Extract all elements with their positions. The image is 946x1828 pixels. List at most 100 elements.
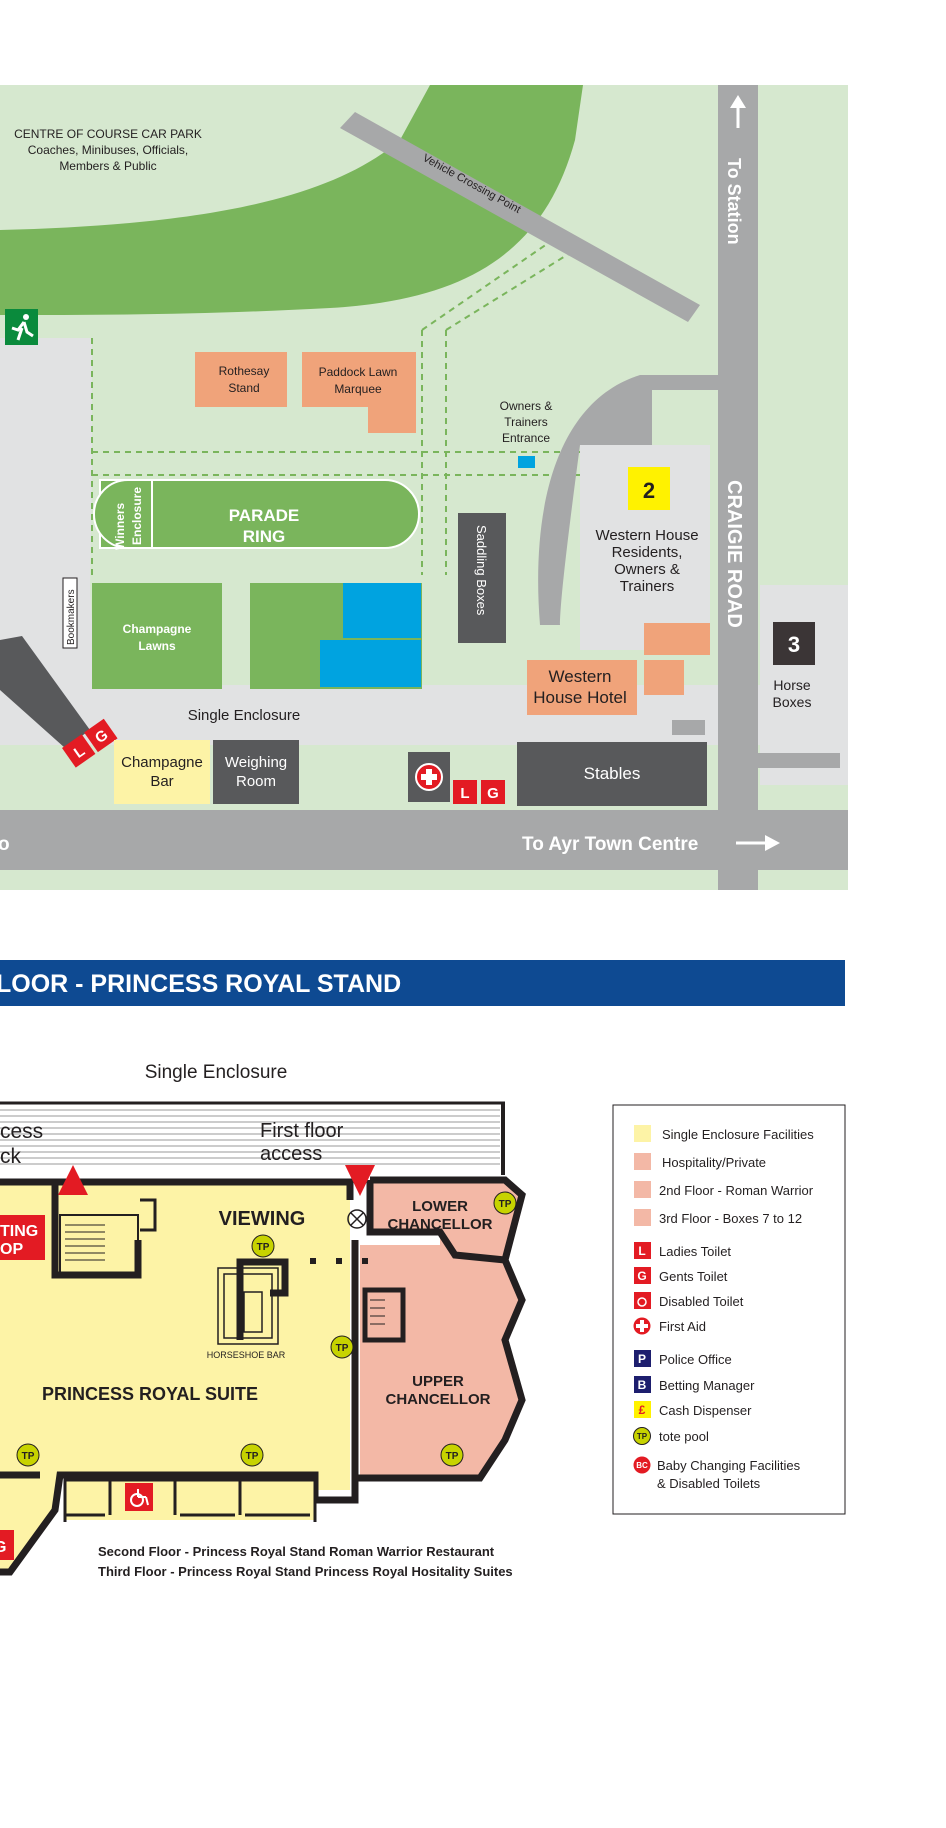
legend-label: Ladies Toilet [659, 1244, 731, 1259]
betting-shop-sign [0, 1215, 45, 1260]
legend-swatch [634, 1125, 651, 1142]
single-enclosure-label: Single Enclosure [188, 707, 301, 724]
weighing-room [213, 740, 299, 804]
legend-label: Disabled Toilet [659, 1294, 744, 1309]
baby-changing-icon [633, 1456, 651, 1474]
champagne-bar-label-2: Bar [150, 773, 173, 790]
tote-pool-label: TP [336, 1343, 349, 1354]
to-station-label: To Station [724, 158, 744, 245]
bookmakers-box [62, 577, 78, 649]
betting-manager-icon [634, 1376, 651, 1393]
dotted-divider [310, 1258, 368, 1264]
tote-pool-icon [493, 1191, 517, 1215]
legend-label: Betting Manager [659, 1378, 755, 1393]
stables-label: Stables [584, 764, 641, 783]
champagne-lawns [92, 583, 222, 689]
ladies-toilet-east-icon [453, 780, 477, 804]
ayr-road [0, 810, 848, 870]
race-track [0, 85, 583, 315]
walkways [91, 234, 580, 575]
lower-chancellor-label-2: CHANCELLOR [388, 1216, 493, 1233]
chancellor-suites-area [360, 1180, 520, 1475]
first-floor-access-1: First floor [260, 1120, 344, 1142]
lower-chancellor-label-1: LOWER [412, 1198, 468, 1215]
legend-label: Gents Toilet [659, 1269, 728, 1284]
legend-symbol: BC [636, 1461, 648, 1470]
tote-pool-label: TP [499, 1199, 512, 1210]
first-aid-cross-h [636, 1324, 648, 1328]
horseshoe-bar-label: HORSESHOE BAR [207, 1350, 286, 1360]
paved-area-east [760, 585, 848, 785]
legend-label: First Aid [659, 1319, 706, 1334]
western-house-residents-1: Western House [595, 527, 698, 544]
legend-box [612, 1104, 846, 1515]
legend-label: tote pool [659, 1429, 709, 1444]
rothesay-stand-label-2: Stand [228, 381, 259, 395]
tote-pool-label: TP [246, 1451, 259, 1462]
legend-symbol: G [637, 1269, 646, 1283]
winners-enclosure [93, 479, 153, 549]
marker-3-label: 3 [788, 632, 800, 657]
champagne-bar-label-1: Champagne [121, 754, 203, 771]
western-house-drive [538, 375, 718, 625]
tote-pool-icon [440, 1443, 464, 1467]
weighing-room-label-1: Weighing [225, 754, 287, 771]
ladies-toilet-icon [62, 734, 96, 768]
first-aid-icon [415, 763, 443, 791]
legend-label: 3rd Floor - Boxes 7 to 12 [659, 1211, 802, 1226]
third-floor-note: Third Floor - Princess Royal Stand Princ… [98, 1564, 513, 1579]
horse-boxes-label-1: Horse [773, 677, 811, 693]
owners-entrance-label-2: Trainers [504, 415, 548, 429]
legend-symbol: L [638, 1244, 645, 1258]
legend-swatch [634, 1153, 651, 1170]
legend-symbol: £ [639, 1403, 646, 1417]
tote-pool-icon [633, 1427, 651, 1445]
station-arrow-icon [730, 95, 746, 128]
craigie-road-label: CRAIGIE ROAD [723, 480, 745, 628]
saddling-boxes-label: Saddling Boxes [474, 525, 489, 616]
car-park-title: CENTRE OF COURSE CAR PARK [14, 127, 202, 141]
legend-label: Cash Dispenser [659, 1403, 752, 1418]
tote-pool-icon [16, 1443, 40, 1467]
legend-symbol: TP [637, 1432, 648, 1441]
marker-2 [628, 467, 670, 510]
princess-royal-suite-label: PRINCESS ROYAL SUITE [42, 1384, 258, 1404]
terrace-hatching [0, 1109, 500, 1165]
gents-toilet-east-icon [481, 780, 505, 804]
upper-chancellor-label-1: UPPER [412, 1373, 464, 1390]
horse-boxes-label-2: Boxes [773, 694, 812, 710]
owners-entrance-label-3: Entrance [502, 431, 550, 445]
marker-2-label: 2 [643, 478, 655, 503]
parade-ring [99, 479, 420, 549]
legend-swatch [634, 1181, 651, 1198]
lift-icon [347, 1209, 367, 1229]
stairs-center-treads [370, 1299, 385, 1325]
toilet-block [63, 1478, 317, 1522]
tote-pool-icon [330, 1335, 354, 1359]
owners-entrance-marker [518, 456, 535, 468]
parade-ring-label-1: PARADE [229, 506, 300, 525]
stairs-center [362, 1287, 406, 1343]
paddock-lawn-marquee [302, 352, 416, 433]
stalls-area-lower [320, 640, 421, 687]
car-park-subtitle-1: Coaches, Minibuses, Officials, [28, 143, 189, 157]
road-label-fragment: o [0, 834, 10, 855]
parade-ring-label-2: RING [243, 527, 286, 546]
gents-toilet-east-letter: G [487, 785, 499, 802]
second-floor-note: Second Floor - Princess Royal Stand Roma… [98, 1544, 495, 1559]
legend-label: Baby Changing Facilities [657, 1458, 801, 1473]
western-house-residents-4: Trainers [620, 578, 674, 595]
hotel-annex-upper [644, 623, 710, 655]
rothesay-stand [195, 352, 287, 407]
craigie-road [718, 85, 758, 890]
toilets-west: L G [62, 718, 118, 768]
upper-chancellor-label-2: CHANCELLOR [386, 1391, 491, 1408]
emergency-exit-icon [5, 309, 38, 345]
tote-pool-icon [240, 1443, 264, 1467]
cess-label: cess [0, 1120, 43, 1143]
op-label: OP [0, 1241, 23, 1258]
viewing-label: VIEWING [219, 1208, 306, 1230]
western-house-hotel [527, 660, 637, 715]
cash-dispenser-icon [634, 1401, 651, 1418]
